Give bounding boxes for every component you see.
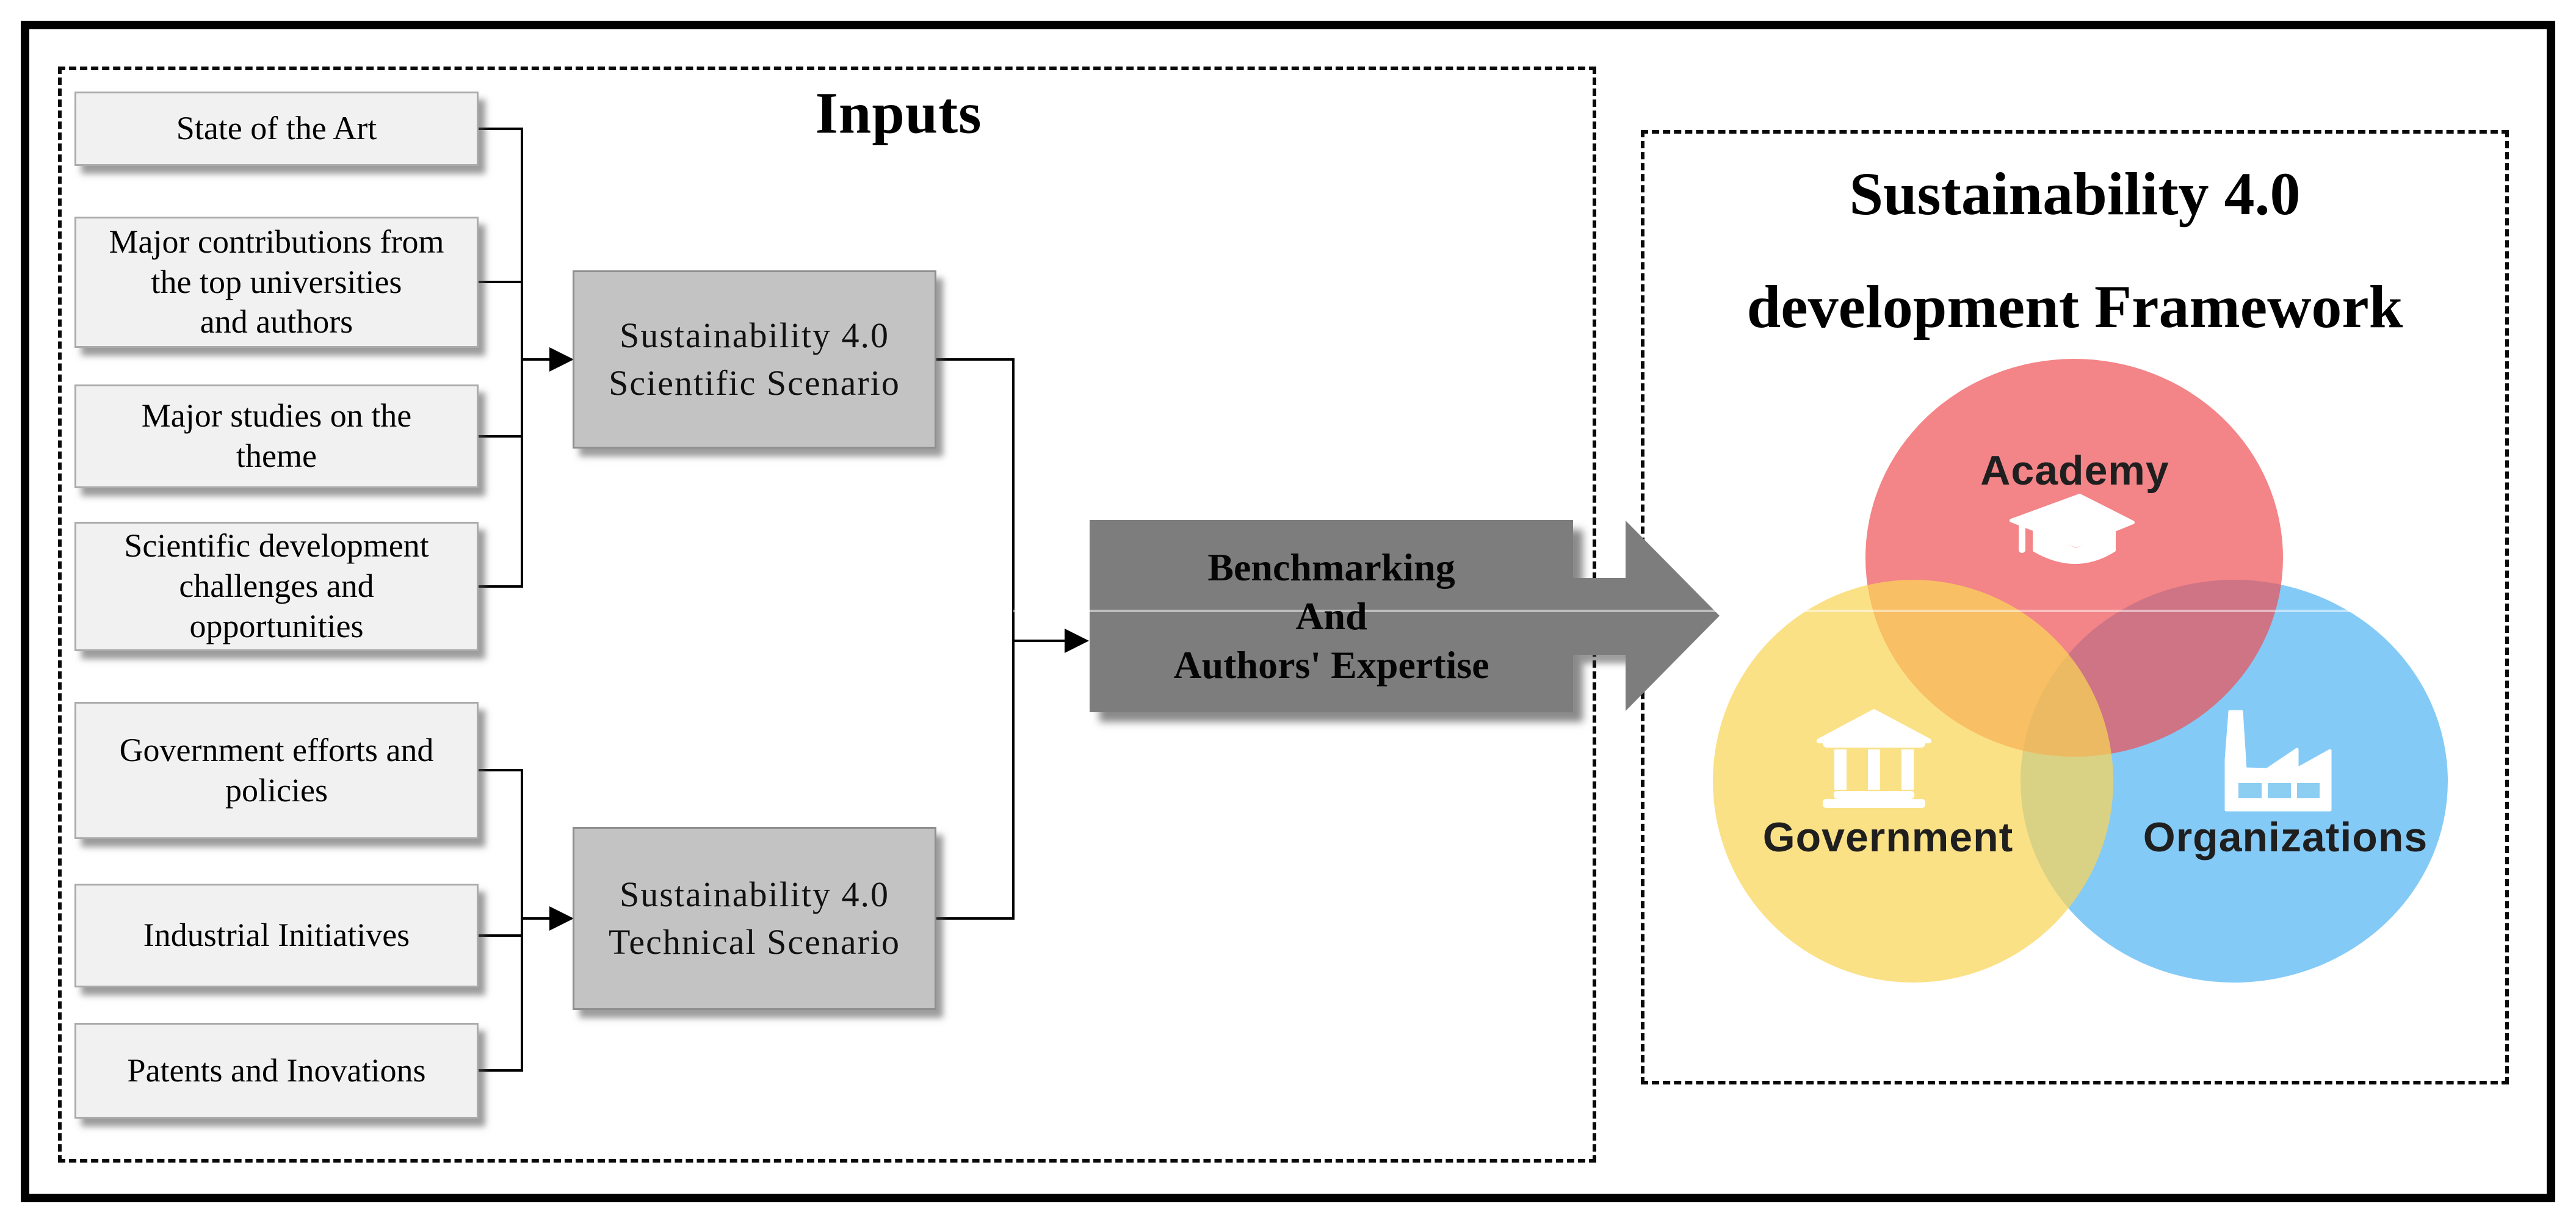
connector-stub-4	[479, 585, 522, 588]
faint-connector-line	[1013, 610, 2442, 612]
connector-trunk-upper	[521, 128, 523, 588]
government-building-icon	[1807, 702, 1941, 818]
connector-trunk-lower	[521, 769, 523, 1072]
outer-border	[21, 21, 2555, 1202]
connector-stub-1	[479, 128, 522, 130]
source-box-label: Industrial Initiatives	[143, 917, 410, 954]
source-box-industrial-initiatives: Industrial Initiatives	[74, 884, 479, 987]
connector-scientific-out	[936, 358, 1013, 361]
venn-label-organizations: Organizations	[2143, 814, 2428, 860]
connector-stub-5	[479, 769, 522, 771]
scenario-box-label: Sustainability 4.0 Scientific Scenario	[609, 315, 900, 403]
connector-junction-vertical	[1012, 358, 1015, 920]
source-box-major-studies: Major studies on the theme	[74, 384, 479, 488]
source-box-government-efforts: Government efforts and policies	[74, 702, 479, 839]
connector-technical-out	[936, 917, 1013, 920]
connector-stub-6	[479, 934, 522, 937]
source-box-scientific-challenges: Scientific development challenges and op…	[74, 522, 479, 651]
source-box-major-contributions: Major contributions from the top univers…	[74, 217, 479, 348]
scenario-box-technical: Sustainability 4.0 Technical Scenario	[573, 827, 936, 1010]
venn-label-government: Government	[1762, 814, 2014, 860]
benchmark-arrow-shaft	[1573, 578, 1627, 655]
connector-to-technical	[522, 917, 555, 920]
source-box-label: Patents and Inovations	[127, 1052, 426, 1089]
graduation-cap-icon	[1996, 482, 2161, 586]
arrowhead-scientific-icon	[549, 347, 574, 372]
connector-stub-3	[479, 435, 522, 438]
benchmark-arrow-body	[1090, 520, 1573, 712]
source-box-state-of-the-art: State of the Art	[74, 92, 479, 166]
framework-panel-title: Sustainability 4.0 development Framework	[1746, 160, 2403, 341]
arrowhead-benchmark-icon	[1065, 629, 1089, 653]
connector-to-benchmark	[1012, 640, 1068, 642]
connector-to-scientific	[522, 358, 555, 361]
factory-icon	[2210, 690, 2356, 824]
connector-stub-2	[479, 281, 522, 283]
venn-label-academy: Academy	[1980, 447, 2169, 494]
inputs-panel-title: Inputs	[815, 80, 982, 146]
source-box-label: Major contributions from the top univers…	[109, 223, 444, 341]
source-box-patents-inovations: Patents and Inovations	[74, 1023, 479, 1119]
source-box-label: Government efforts and policies	[119, 731, 434, 809]
source-box-label: Scientific development challenges and op…	[124, 527, 429, 644]
scenario-box-label: Sustainability 4.0 Technical Scenario	[609, 874, 900, 962]
benchmark-arrow-label: Benchmarking And Authors' Expertise	[1173, 545, 1489, 687]
connector-stub-7	[479, 1069, 522, 1072]
source-box-label: State of the Art	[176, 110, 377, 147]
scenario-box-scientific: Sustainability 4.0 Scientific Scenario	[573, 270, 936, 449]
source-box-label: Major studies on the theme	[141, 397, 412, 474]
arrowhead-technical-icon	[549, 906, 574, 931]
